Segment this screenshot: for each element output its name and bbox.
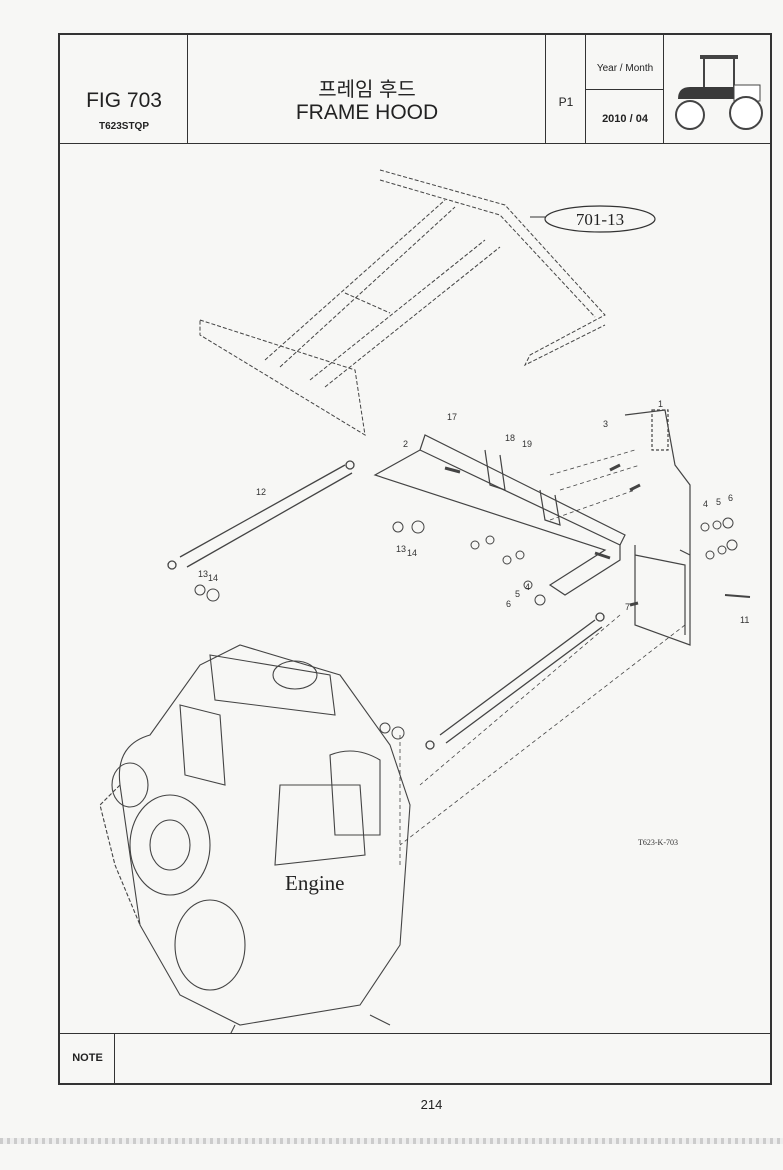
reference-frame (199, 169, 606, 436)
page-cell: P1 (546, 35, 586, 143)
title-cell: 프레임 후드 FRAME HOOD (188, 35, 546, 143)
title-english: FRAME HOOD (295, 101, 439, 124)
callout-7: 7 (625, 602, 630, 612)
gas-spring-lower (425, 612, 605, 750)
date-value: 2010 / 04 (602, 113, 648, 125)
callout-12: 12 (256, 487, 266, 497)
gas-spring-upper (167, 460, 355, 570)
drawing-sheet: FIG 703 T623STQP 프레임 후드 FRAME HOOD P1 Ye… (58, 33, 772, 1085)
callout-6-center: 6 (506, 599, 511, 609)
drawing-code: T623-K-703 (638, 838, 678, 847)
page-number: 214 (420, 1097, 443, 1112)
callout-18: 18 (505, 433, 515, 443)
callout-17: 17 (447, 412, 457, 422)
date-label: Year / Month (596, 63, 654, 74)
scan-artifact-strip (0, 1138, 783, 1144)
callout-4: 4 (703, 499, 708, 509)
assembly-leaders (399, 449, 686, 865)
callout-5: 5 (716, 497, 721, 507)
reference-callout: 701-13 (530, 205, 656, 233)
figure-cell: FIG 703 T623STQP (60, 35, 188, 143)
callout-1: 1 (658, 399, 663, 409)
callout-11: 11 (740, 615, 749, 625)
callout-19: 19 (522, 439, 532, 449)
bracket-assembly (373, 409, 691, 646)
title-block: FIG 703 T623STQP 프레임 후드 FRAME HOOD P1 Ye… (60, 35, 770, 144)
callout-14-lower: 14 (208, 573, 218, 583)
tractor-icon (675, 55, 763, 130)
part-callouts: 1 2 3 4 5 6 7 11 12 13 14 17 18 19 13 14… (198, 399, 749, 625)
note-row: NOTE (60, 1033, 770, 1084)
callout-6: 6 (728, 493, 733, 503)
hardware-parts (194, 463, 751, 740)
callout-4-center: 4 (525, 582, 530, 592)
title-korean: 프레임 후드 (318, 79, 416, 101)
date-cell: Year / Month 2010 / 04 (586, 35, 664, 143)
exploded-view-drawing: 701-13 1 2 3 4 5 6 7 11 12 13 14 17 18 1… (99, 169, 751, 1033)
engine-outline (99, 644, 411, 1033)
callout-14: 14 (407, 548, 417, 558)
date-divider (586, 89, 664, 90)
note-label-cell: NOTE (60, 1034, 115, 1084)
thumbnail-cell (664, 35, 770, 143)
page-code: P1 (558, 95, 574, 109)
reference-callout-text: 701-13 (576, 210, 624, 229)
callout-3: 3 (603, 419, 608, 429)
callout-2: 2 (403, 439, 408, 449)
engine-label: Engine (285, 871, 344, 895)
callout-5-center: 5 (515, 589, 520, 599)
callout-13-lower: 13 (198, 569, 208, 579)
callout-13: 13 (396, 544, 406, 554)
figure-number: FIG 703 (86, 89, 162, 112)
note-label: NOTE (72, 1052, 103, 1064)
model-code: T623STQP (98, 121, 150, 132)
